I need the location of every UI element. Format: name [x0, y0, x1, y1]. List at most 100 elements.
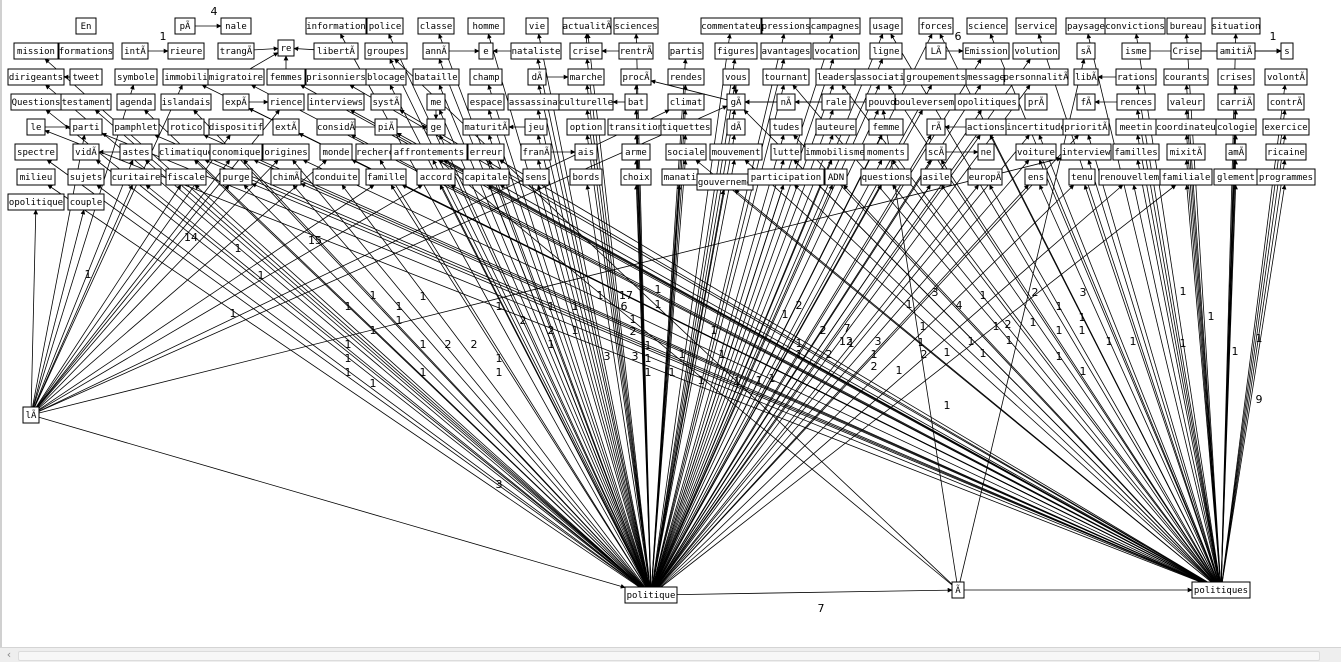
node-amitie[interactable]: amitiÃ	[1216, 42, 1256, 60]
node-politiques[interactable]: politiques	[1191, 581, 1251, 599]
node-opolitiques[interactable]: opolitiques	[954, 93, 1020, 111]
node-europ[interactable]: europÃ	[967, 168, 1003, 186]
node-commentateur[interactable]: commentateu	[700, 17, 762, 35]
scroll-left-arrow-icon[interactable]: ‹	[5, 648, 13, 661]
node-ADN[interactable]: ADN	[824, 168, 848, 186]
node-sciences[interactable]: sciences	[613, 17, 659, 35]
node-bataille[interactable]: bataille	[412, 68, 460, 86]
node-valeur[interactable]: valeur	[1167, 93, 1205, 111]
node-fiscale[interactable]: fiscale	[165, 168, 207, 186]
node-capitale[interactable]: capitale	[462, 168, 510, 186]
node-sc[interactable]: scÃ	[925, 143, 947, 161]
node-arme[interactable]: arme	[621, 143, 651, 161]
node-climatique[interactable]: climatique	[158, 143, 214, 161]
node-avantages[interactable]: avantages	[760, 42, 812, 60]
node-re[interactable]: re	[277, 39, 295, 57]
node-e[interactable]: e	[478, 42, 494, 60]
node-migratoire[interactable]: migratoire	[207, 68, 265, 86]
node-information[interactable]: information	[305, 17, 367, 35]
node-pouvo[interactable]: pouvo	[865, 93, 899, 111]
node-police[interactable]: police	[366, 17, 404, 35]
node-gouvernement[interactable]: gouverneme	[696, 173, 754, 191]
node-trang[interactable]: trangÃ	[217, 42, 255, 60]
node-politique[interactable]: politique	[624, 586, 678, 604]
node-groupes[interactable]: groupes	[364, 42, 408, 60]
node-espace[interactable]: espace	[467, 93, 505, 111]
node-bat[interactable]: bat	[624, 93, 648, 111]
node-rotico[interactable]: rotico	[167, 118, 205, 136]
node-gA[interactable]: gÃ	[726, 93, 746, 111]
node-volonte[interactable]: volontÃ	[1264, 68, 1308, 86]
node-mouvement[interactable]: mouvement	[709, 143, 763, 161]
node-culturelle[interactable]: culturelle	[558, 93, 614, 111]
node-dA2[interactable]: dÃ	[726, 118, 746, 136]
node-renouvellement[interactable]: renouvelleme	[1098, 168, 1166, 186]
node-symbole[interactable]: symbole	[114, 68, 158, 86]
node-volution[interactable]: volution	[1012, 42, 1060, 60]
scrollbar-thumb[interactable]	[18, 651, 1320, 661]
node-actions[interactable]: actions	[965, 118, 1007, 136]
node-nataliste[interactable]: nataliste	[510, 42, 562, 60]
node-convictions[interactable]: convictions	[1104, 17, 1166, 35]
node-paysage[interactable]: paysage	[1065, 17, 1107, 35]
node-lutte[interactable]: lutte	[770, 143, 802, 161]
node-erreur[interactable]: erreur	[467, 143, 505, 161]
node-forces[interactable]: forces	[918, 17, 954, 35]
node-message[interactable]: message	[965, 68, 1007, 86]
node-ricaine[interactable]: ricaine	[1265, 143, 1307, 161]
node-origines[interactable]: origines	[262, 143, 310, 161]
node-tiquettes[interactable]: tiquettes	[660, 118, 712, 136]
node-asile[interactable]: asile	[920, 168, 952, 186]
node-curitaire[interactable]: curitaire	[110, 168, 162, 186]
node-affrontements[interactable]: affrontements	[390, 143, 468, 161]
node-syst[interactable]: systÃ	[370, 93, 402, 111]
node-groupements[interactable]: groupements	[903, 68, 969, 86]
node-rieure[interactable]: rieure	[167, 42, 205, 60]
node-vie[interactable]: vie	[525, 17, 549, 35]
node-associatio[interactable]: associatio	[854, 68, 912, 86]
node-accord[interactable]: accord	[416, 168, 456, 186]
node-nA[interactable]: nÃ	[776, 93, 796, 111]
node-ge[interactable]: ge	[426, 118, 446, 136]
node-rentr[interactable]: rentrÃ	[618, 42, 654, 60]
node-campagnes[interactable]: campagnes	[809, 17, 861, 35]
node-purge[interactable]: purge	[219, 168, 253, 186]
node-jeu[interactable]: jeu	[524, 118, 548, 136]
node-situation[interactable]: situation	[1211, 17, 1261, 35]
node-maturite[interactable]: maturitÃ	[462, 118, 510, 136]
node-voiture[interactable]: voiture	[1015, 143, 1057, 161]
node-sA[interactable]: sÃ	[1076, 42, 1096, 60]
node-f[interactable]: fÃ	[1076, 93, 1096, 111]
node-bords[interactable]: bords	[569, 168, 603, 186]
node-parti[interactable]: parti	[69, 118, 103, 136]
node-ligne[interactable]: ligne	[869, 42, 903, 60]
node-int[interactable]: intÃ	[121, 42, 149, 60]
node-glement[interactable]: glement	[1213, 168, 1259, 186]
node-priorite[interactable]: prioritÃ	[1062, 118, 1110, 136]
node-contr[interactable]: contrÃ	[1267, 93, 1305, 111]
node-option[interactable]: option	[566, 118, 606, 136]
node-interviews[interactable]: interviews	[307, 93, 365, 111]
node-coordinateur[interactable]: coordinateu	[1155, 118, 1217, 136]
node-questions[interactable]: questions	[860, 168, 912, 186]
node-fran[interactable]: franÃ	[520, 143, 552, 161]
node-bureau[interactable]: bureau	[1166, 17, 1206, 35]
node-couple[interactable]: couple	[67, 193, 105, 211]
node-vocation[interactable]: vocation	[812, 42, 860, 60]
node-chim[interactable]: chimÃ	[270, 168, 302, 186]
node-pi[interactable]: piÃ	[374, 118, 398, 136]
node-ext[interactable]: extÃ	[272, 118, 300, 136]
node-personnalite[interactable]: personnalitÃ	[1003, 68, 1069, 86]
node-homme[interactable]: homme	[467, 17, 505, 35]
node-assassinat[interactable]: assassinat	[507, 93, 565, 111]
node-amA[interactable]: amÃ	[1225, 143, 1247, 161]
node-emission[interactable]: Emission	[962, 42, 1010, 60]
node-recherche[interactable]: recherc	[355, 143, 395, 161]
node-mission[interactable]: mission	[13, 42, 59, 60]
node-le[interactable]: le	[26, 118, 46, 136]
node-champ[interactable]: champ	[469, 68, 503, 86]
node-lib[interactable]: libÃ	[1073, 68, 1099, 86]
node-astes[interactable]: astes	[119, 143, 153, 161]
node-islandais[interactable]: islandais	[160, 93, 212, 111]
